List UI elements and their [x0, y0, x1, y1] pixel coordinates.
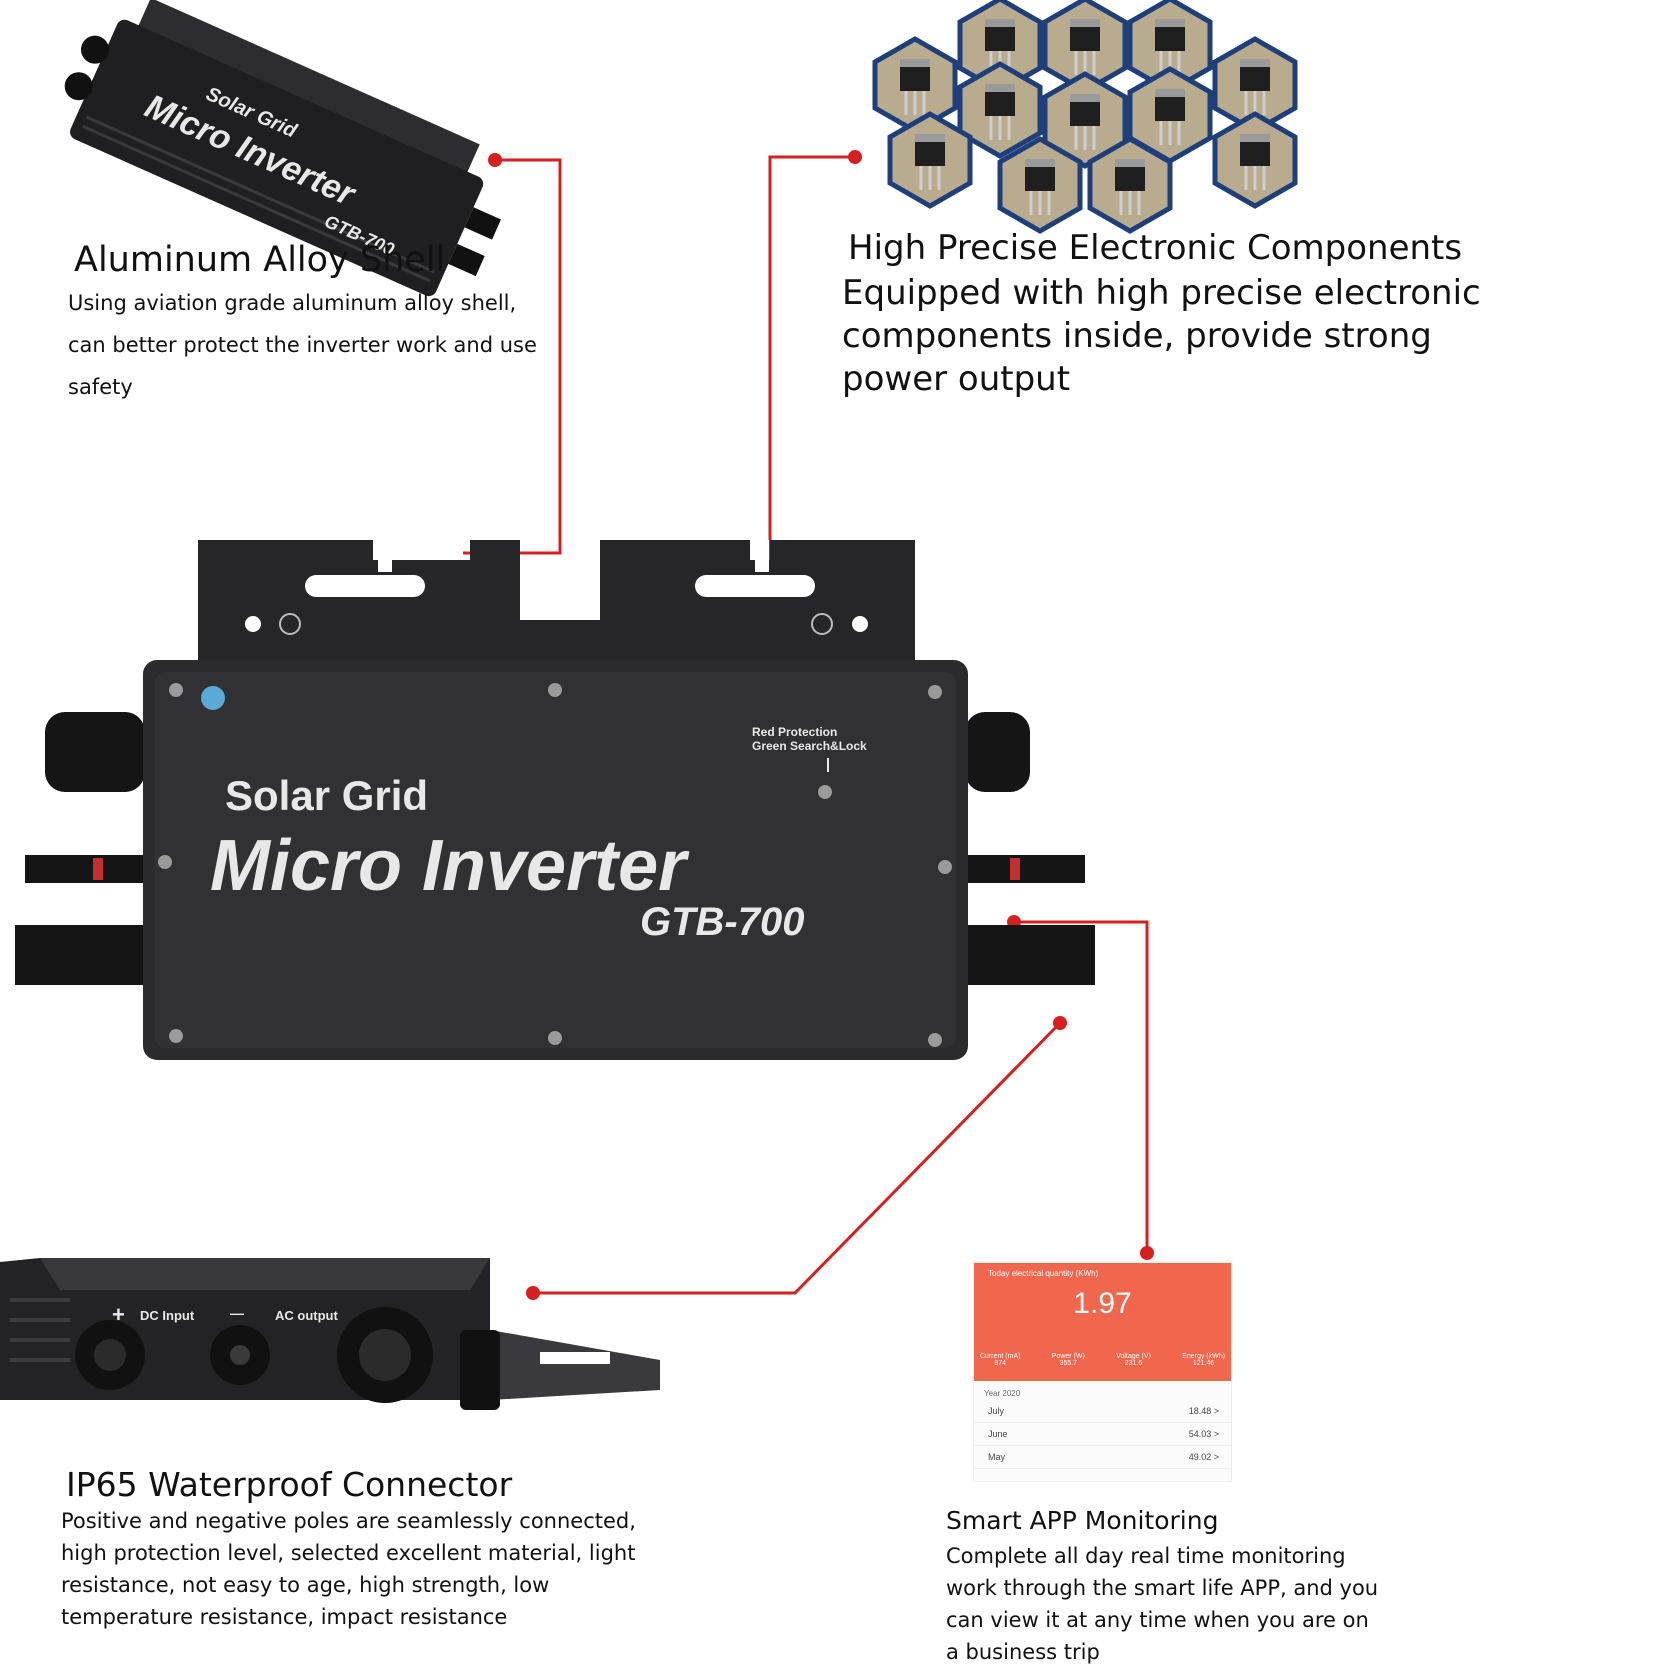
app-stat: Power (W)355.7	[1051, 1353, 1085, 1367]
certification-badge-icon	[201, 686, 225, 710]
main-brand: Solar Grid	[225, 772, 428, 819]
components-title: High Precise Electronic Components	[848, 228, 1463, 268]
app-stats: Current (mA)874 Power (W)355.7 Voltage (…	[980, 1353, 1225, 1367]
dc-input-label: DC Input	[140, 1308, 195, 1323]
callout-dot-components	[848, 150, 862, 164]
ac-output-label: AC output	[275, 1308, 338, 1323]
aluminum-description: Using aviation grade aluminum alloy shel…	[68, 291, 537, 399]
dc-connector-icon	[965, 855, 1085, 883]
small-connector-icon	[64, 72, 93, 101]
minus-sign: —	[230, 1305, 244, 1321]
dc-connector-icon	[965, 925, 1095, 985]
ground-icon	[811, 613, 833, 635]
callout-dot-waterproof-top	[1053, 1016, 1067, 1030]
main-product: Micro Inverter	[210, 826, 690, 906]
ac-connector-icon	[965, 712, 1030, 792]
small-connector-icon	[80, 35, 109, 64]
plus-sign: +	[112, 1302, 125, 1327]
waterproof-description: Positive and negative poles are seamless…	[61, 1509, 636, 1629]
callout-dot-waterproof	[526, 1286, 540, 1300]
ac-connector-icon	[45, 712, 145, 792]
ground-icon	[279, 613, 301, 635]
dc-connector-icon	[25, 855, 145, 883]
callout-dot-aluminum	[488, 153, 502, 167]
app-year: Year 2020	[984, 1389, 1021, 1398]
app-title: Smart APP Monitoring	[946, 1506, 1219, 1535]
small-connector-icon	[448, 243, 485, 277]
components-description: Equipped with high precise electronic co…	[842, 273, 1481, 399]
app-stat: Current (mA)874	[980, 1353, 1021, 1367]
dc-connector-icon	[15, 925, 145, 985]
app-header: Today electrical quantity (KWh) 1.97 Cur…	[974, 1263, 1231, 1381]
app-stat: Voltage (V)231.6	[1116, 1353, 1151, 1367]
aluminum-title: Aluminum Alloy Shell	[74, 240, 446, 280]
indicator-text-green: Green Search&Lock	[752, 739, 867, 753]
indicator-text-red: Red Protection	[752, 725, 837, 739]
app-stat: Energy (kWh)121.46	[1182, 1353, 1225, 1367]
callout-dot-app-bottom	[1140, 1246, 1154, 1260]
callout-line-components	[768, 155, 855, 688]
main-model: GTB-700	[640, 900, 805, 944]
app-energy-value: 1.97	[1073, 1287, 1132, 1320]
waterproof-title: IP65 Waterproof Connector	[66, 1465, 513, 1504]
app-header-title: Today electrical quantity (KWh)	[988, 1269, 1099, 1278]
app-screenshot: Today electrical quantity (KWh) 1.97 Cur…	[973, 1262, 1232, 1482]
callout-line-app	[1014, 920, 1149, 1253]
small-connector-icon	[464, 207, 501, 240]
callout-line-waterproof	[533, 1021, 1062, 1295]
app-description: Complete all day real time monitoring wo…	[946, 1544, 1379, 1664]
